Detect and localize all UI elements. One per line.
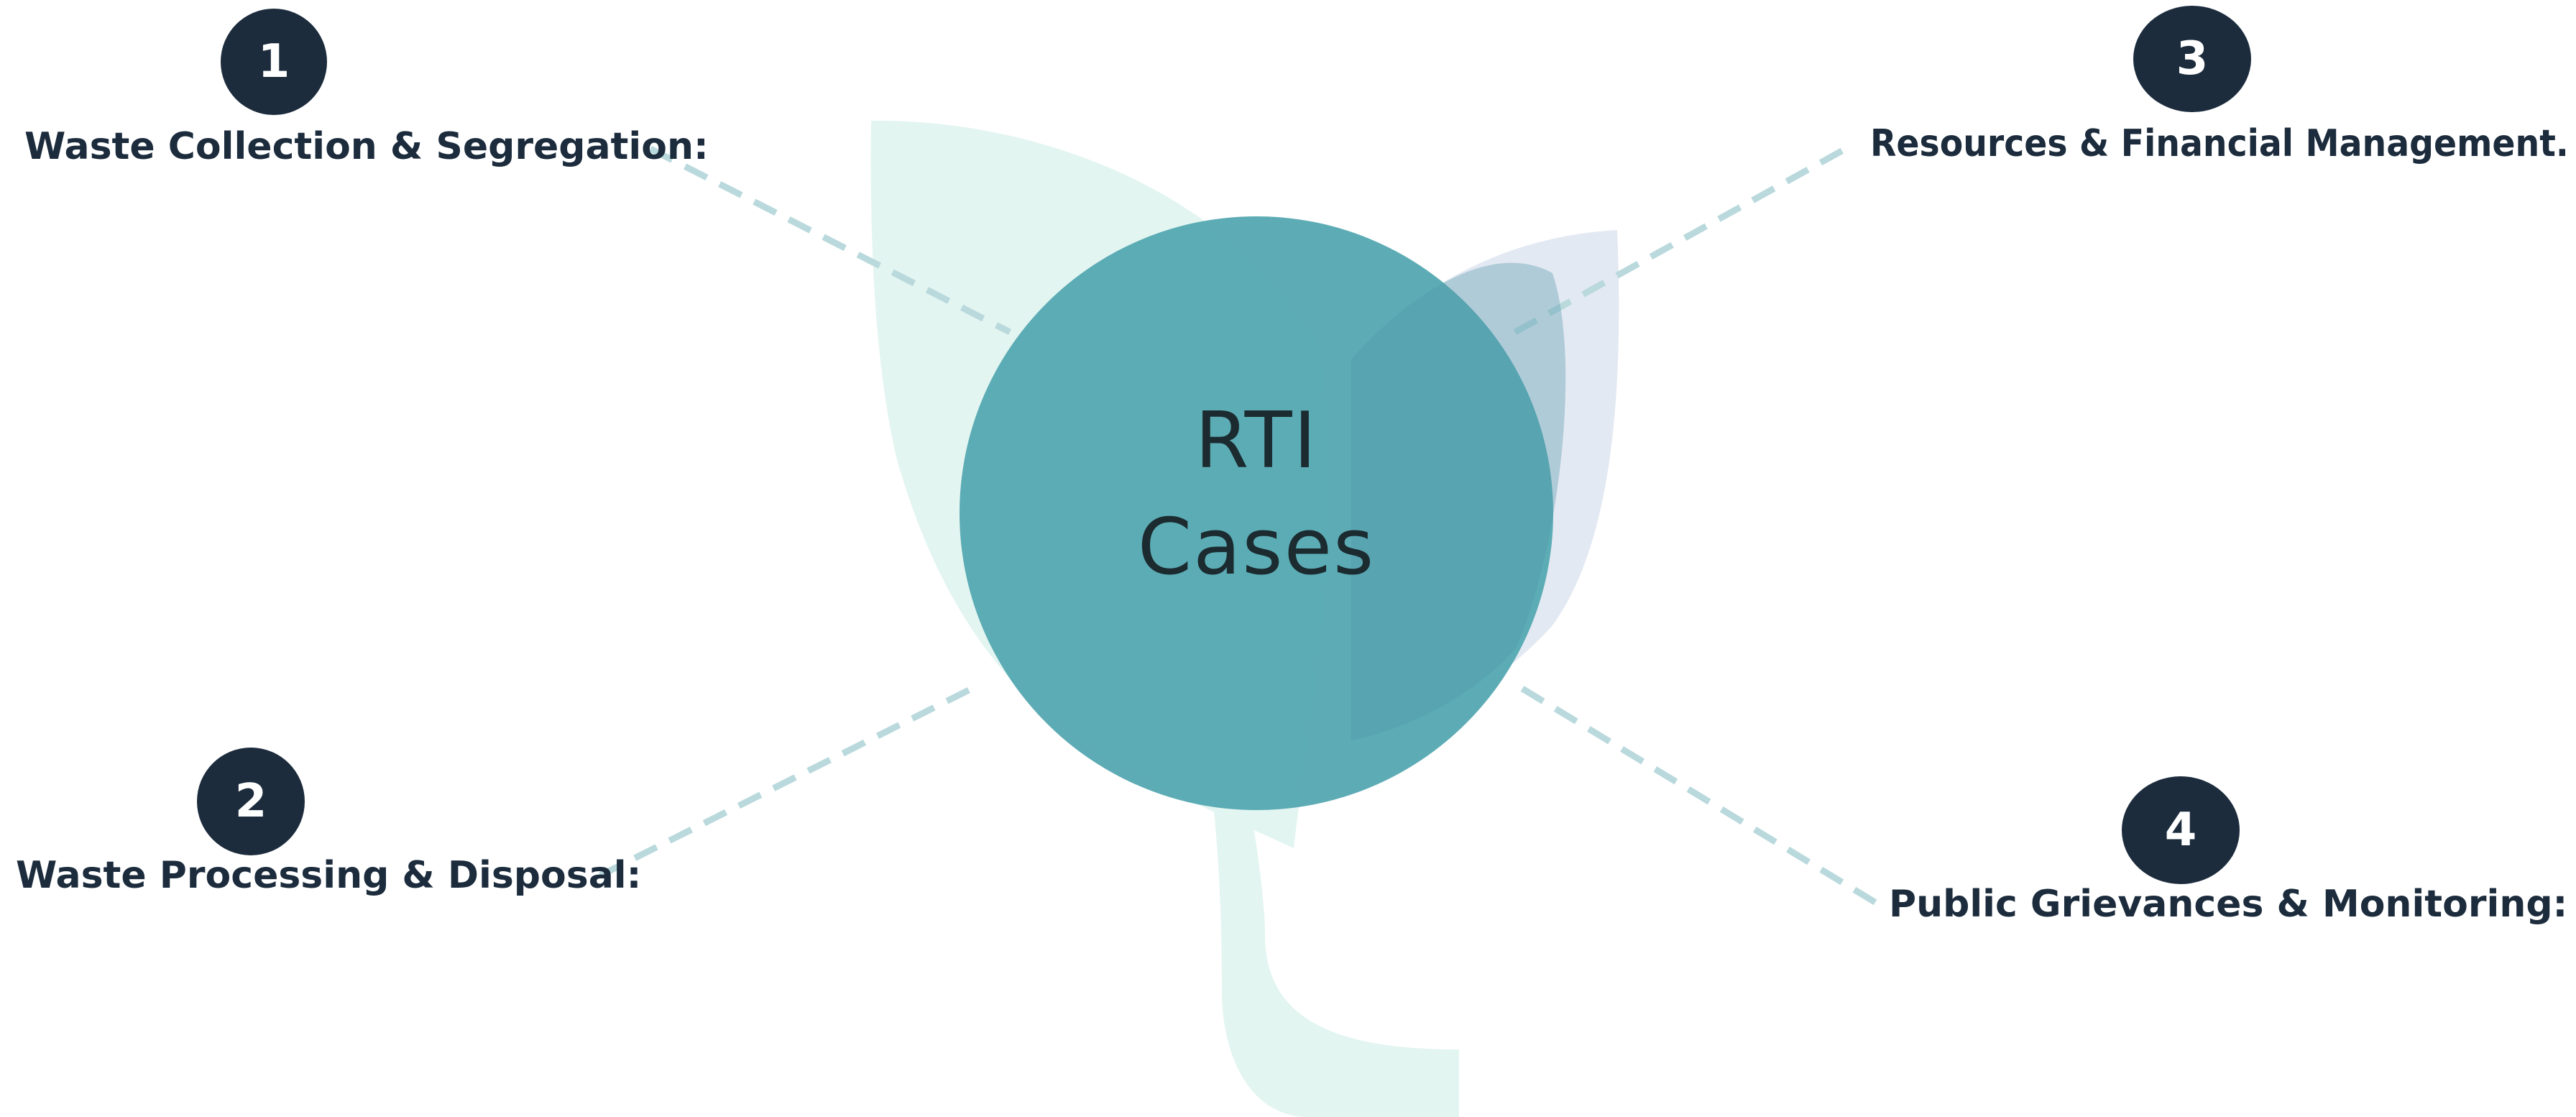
center-title: RTI Cases [960,388,1552,601]
item-1-label: Waste Collection & Segregation: [24,125,709,168]
center-title-line-1: RTI [1195,396,1318,486]
item-4-number: 4 [2164,804,2197,857]
leaf-stem-shape [1193,668,1459,1117]
center-title-line-2: Cases [1137,502,1376,592]
item-2-number: 2 [234,775,267,828]
item-3-number: 3 [2176,32,2209,86]
item-2-label: Waste Processing & Disposal: [16,854,642,897]
item-4-badge: 4 [2122,776,2240,884]
item-2-badge: 2 [197,748,305,855]
connector-3 [1513,143,1853,335]
connector-4 [1520,686,1885,910]
item-1-badge: 1 [221,9,327,115]
center-circle [960,216,1553,810]
connector-1 [648,145,1012,336]
circle-leaf-overlay [1351,262,1566,740]
item-4-label: Public Grievances & Monitoring: [1889,883,2568,926]
connector-2 [598,683,978,879]
item-1-number: 1 [257,35,290,88]
item-3-badge: 3 [2133,6,2251,112]
connectors [598,143,1885,910]
item-3-label: Resources & Financial Management. [1870,122,2569,165]
